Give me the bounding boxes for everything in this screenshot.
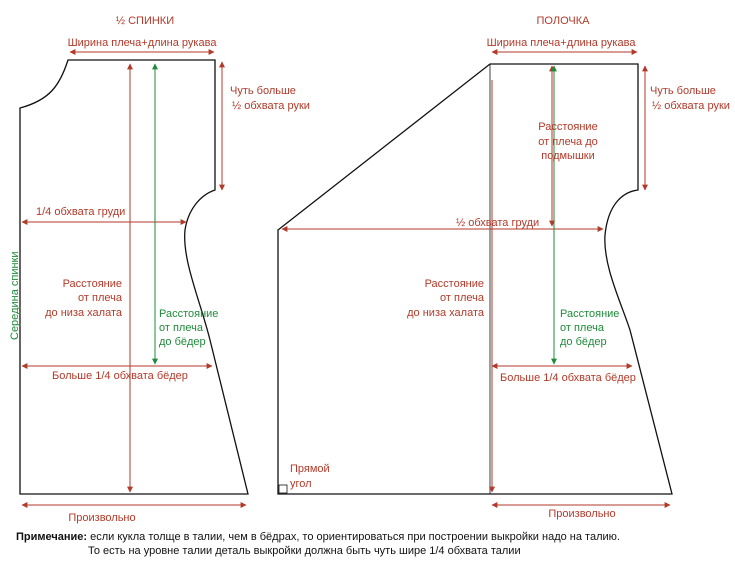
back-length-label-2: от плеча bbox=[78, 292, 123, 304]
back-armhole-label-1: Чуть больше bbox=[230, 85, 296, 97]
note-line-1: Примечание: если кукла толще в талии, че… bbox=[16, 531, 620, 543]
back-length-label-1: Расстояние bbox=[63, 278, 122, 290]
front-panel-outline bbox=[277, 63, 673, 495]
back-title: ½ СПИНКИ bbox=[116, 15, 174, 27]
front-hip-label-3: до бёдер bbox=[560, 336, 607, 348]
front-armhole-label-2: ½ обхвата руки bbox=[652, 100, 730, 112]
back-panel-outline bbox=[19, 59, 249, 495]
right-angle-label-1: Прямой bbox=[290, 463, 330, 475]
front-armhole-label-1: Чуть больше bbox=[650, 85, 716, 97]
front-length-label-1: Расстояние bbox=[425, 278, 484, 290]
back-shoulder-label: Ширина плеча+длина рукава bbox=[68, 37, 218, 49]
front-length-label-3: до низа халата bbox=[407, 307, 485, 319]
front-armpit-label-2: от плеча до bbox=[538, 136, 598, 148]
front-hip-label-2: от плеча bbox=[560, 322, 605, 334]
back-chest-label: 1/4 обхвата груди bbox=[36, 206, 125, 218]
back-hip-label-2: от плеча bbox=[159, 322, 204, 334]
back-length-label-3: до низа халата bbox=[45, 307, 123, 319]
back-hips-label: Больше 1/4 обхвата бёдер bbox=[52, 370, 188, 382]
front-armpit-label-1: Расстояние bbox=[538, 121, 597, 133]
front-hips-label: Больше 1/4 обхвата бёдер bbox=[500, 372, 636, 384]
front-title: ПОЛОЧКА bbox=[537, 15, 591, 27]
front-length-label-2: от плеча bbox=[440, 292, 485, 304]
center-back-label: Середина спинки bbox=[9, 252, 21, 341]
front-chest-label: ½ обхвата груди bbox=[456, 217, 539, 229]
front-hip-label-1: Расстояние bbox=[560, 308, 619, 320]
right-angle-mark bbox=[278, 484, 288, 494]
note-line-2: То есть на уровне талии деталь выкройки … bbox=[88, 545, 521, 557]
back-hem-label: Произвольно bbox=[68, 512, 135, 524]
note-label: Примечание: bbox=[16, 531, 87, 543]
back-hip-label-1: Расстояние bbox=[159, 308, 218, 320]
back-hip-label-3: до бёдер bbox=[159, 336, 206, 348]
back-armhole-label-2: ½ обхвата руки bbox=[232, 100, 310, 112]
front-hem-label: Произвольно bbox=[548, 508, 615, 520]
front-shoulder-label: Ширина плеча+длина рукава bbox=[487, 37, 637, 49]
right-angle-label-2: угол bbox=[290, 478, 312, 490]
note-text-1: если кукла толще в талии, чем в бёдрах, … bbox=[87, 531, 620, 543]
front-armpit-label-3: подмышки bbox=[541, 150, 595, 162]
